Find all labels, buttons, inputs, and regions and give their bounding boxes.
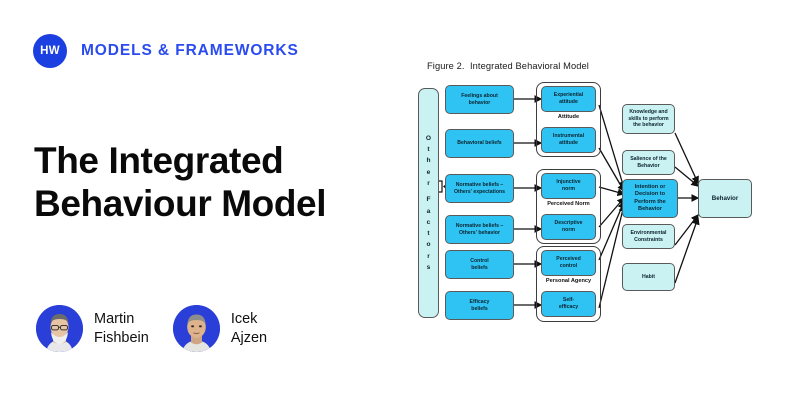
node-knowledge-skills[interactable]: Knowledge and skills to perform the beha… [622,104,675,134]
node-behavioral-beliefs[interactable]: Behavioral beliefs [445,129,514,158]
author-item: Icek Ajzen [172,305,268,352]
node-feelings-about-behavior[interactable]: Feelings about behavior [445,85,514,114]
node-self-efficacy[interactable]: Self- efficacy [541,291,596,317]
other-factors-letter: t [427,145,430,153]
other-factors-letter: a [426,207,431,215]
other-factors-letter: h [426,157,431,165]
node-salience-of-behavior[interactable]: Salience of the Behavior [622,150,675,175]
node-perceived-control[interactable]: Perceived control [541,250,596,276]
category-label: MODELS & FRAMEWORKS [81,42,299,59]
node-normative-beliefs-expectations[interactable]: Normative beliefs – Others' expectations [445,174,514,203]
other-factors-letter: O [425,134,432,142]
node-descriptive-norm[interactable]: Descriptive norm [541,214,596,240]
group-label-perceived-norm: Perceived Norm [547,201,590,207]
group-attitude [536,82,601,157]
group-personal-agency [536,246,601,322]
node-instrumental-attitude[interactable]: Instrumental attitude [541,127,596,153]
node-behavior[interactable]: Behavior [698,179,752,218]
author-list: Martin Fishbein Icek Ajzen [36,305,267,352]
group-label-personal-agency: Personal Agency [545,278,592,284]
brand-header: HW MODELS & FRAMEWORKS [33,34,299,68]
avatar-icek-ajzen [172,305,220,352]
hw-logo-text: HW [40,45,60,57]
other-factors-bar: O t h e r F a c t o r s [418,88,439,318]
author-name: Martin Fishbein [94,311,149,346]
other-factors-letter: e [426,168,431,176]
node-environmental-constraints[interactable]: Environmental Constraints [622,224,675,249]
other-factors-letter: o [426,241,431,249]
page-title: The Integrated Behaviour Model [34,140,327,225]
node-control-beliefs[interactable]: Control beliefs [445,250,514,279]
other-factors-letter: s [426,264,431,272]
group-label-attitude: Attitude [557,114,580,120]
node-efficacy-beliefs[interactable]: Efficacy beliefs [445,291,514,320]
author-name: Icek Ajzen [230,311,268,346]
node-intention[interactable]: Intention or Decision to Perform the Beh… [622,179,678,218]
figure-integrated-behavioral-model: Figure 2. Integrated Behavioral Model [410,55,790,355]
other-factors-letter: t [427,230,430,238]
other-factors-letter: r [427,252,430,260]
node-injunctive-norm[interactable]: Injunctive norm [541,173,596,199]
node-experiential-attitude[interactable]: Experiential attitude [541,86,596,112]
node-normative-beliefs-behavior[interactable]: Normative beliefs – Others' behavior [445,215,514,244]
other-factors-letter: c [426,218,431,226]
node-habit[interactable]: Habit [622,263,675,291]
avatar-martin-fishbein [36,305,83,352]
hw-logo-icon: HW [33,34,67,68]
figure-caption: Figure 2. Integrated Behavioral Model [427,61,589,71]
other-factors-letter: F [426,196,431,204]
author-item: Martin Fishbein [36,305,149,352]
other-factors-letter: r [427,179,430,187]
group-perceived-norm [536,169,601,244]
